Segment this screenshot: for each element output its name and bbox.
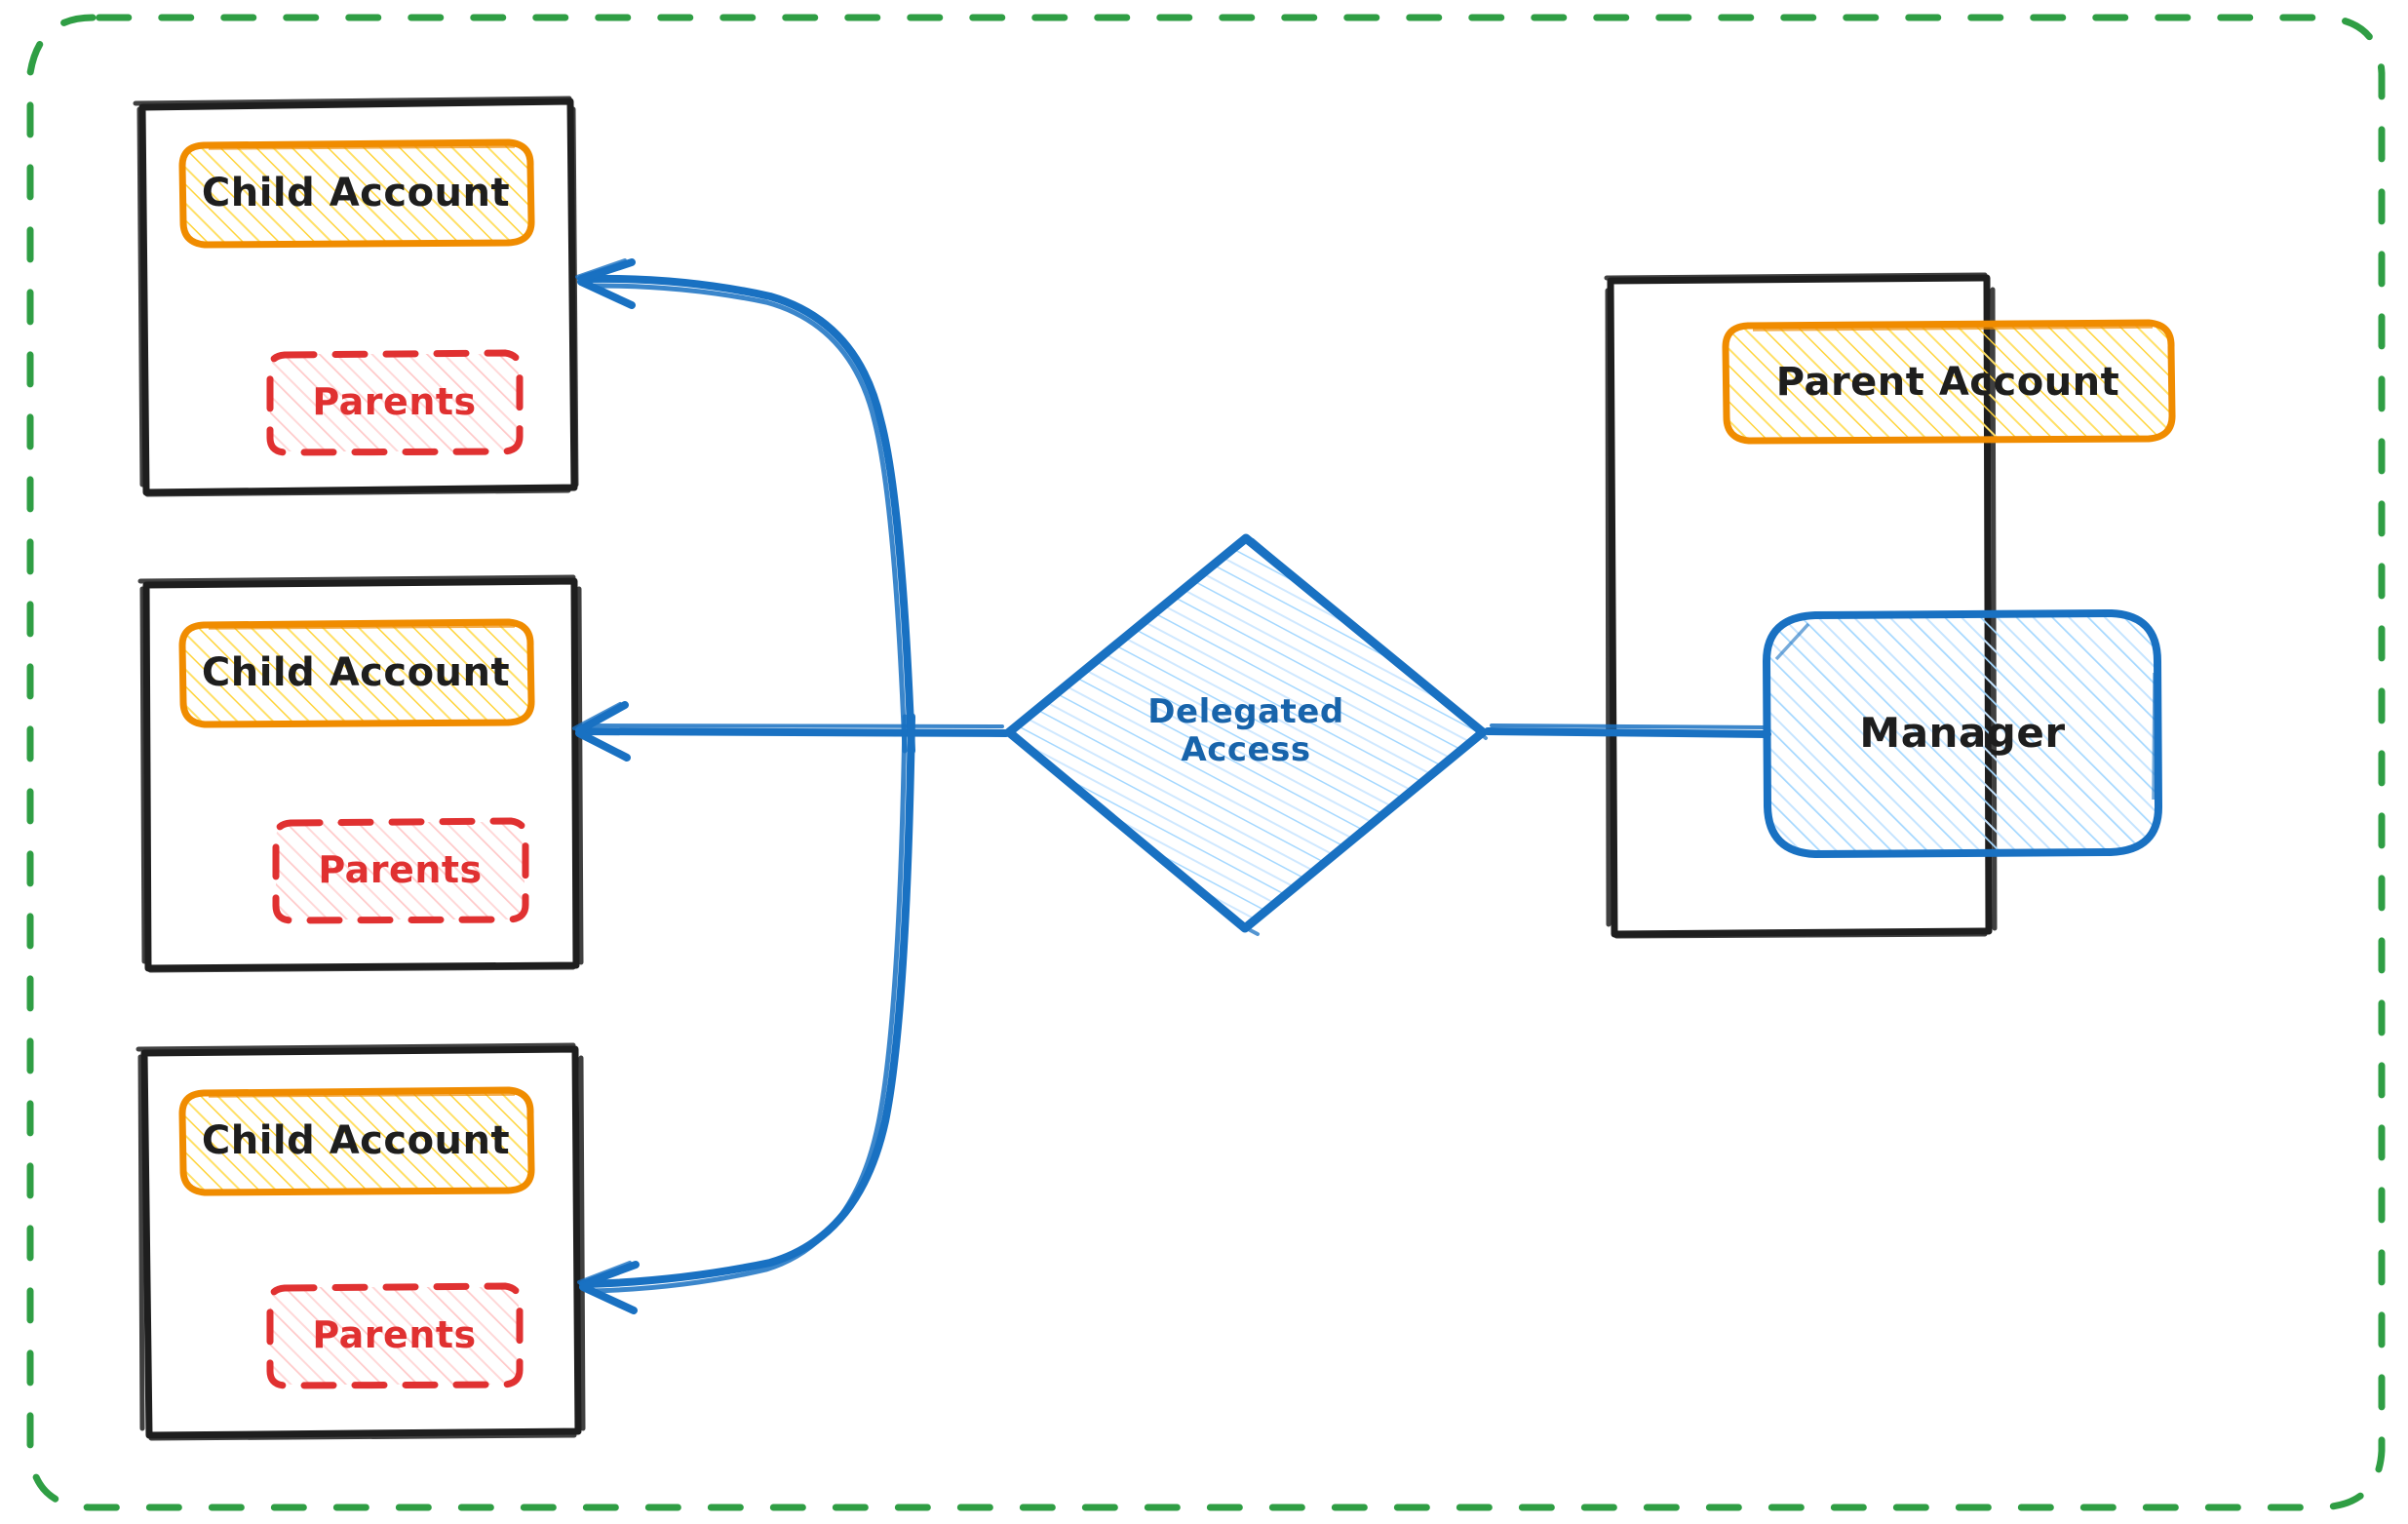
parents-box-2[interactable]: [272, 817, 529, 924]
delegated-access-diamond[interactable]: [1004, 533, 1488, 936]
child-account-box-1[interactable]: [178, 138, 535, 249]
parent-account-box[interactable]: [1722, 319, 2176, 445]
parents-box-1[interactable]: [266, 349, 524, 456]
manager-box[interactable]: [1762, 608, 2163, 859]
delegated-access-to-child-3-arrow: [577, 713, 915, 1314]
manager-to-delegated-access-link: [1484, 723, 1771, 738]
delegated-access-to-child-2-arrow: [572, 701, 1010, 762]
outer-boundary: [26, 14, 2386, 1511]
child-account-box-2[interactable]: [178, 618, 535, 728]
parents-box-3[interactable]: [266, 1282, 524, 1389]
delegated-access-to-child-1-arrow: [575, 258, 915, 755]
child-account-box-3[interactable]: [178, 1086, 535, 1196]
